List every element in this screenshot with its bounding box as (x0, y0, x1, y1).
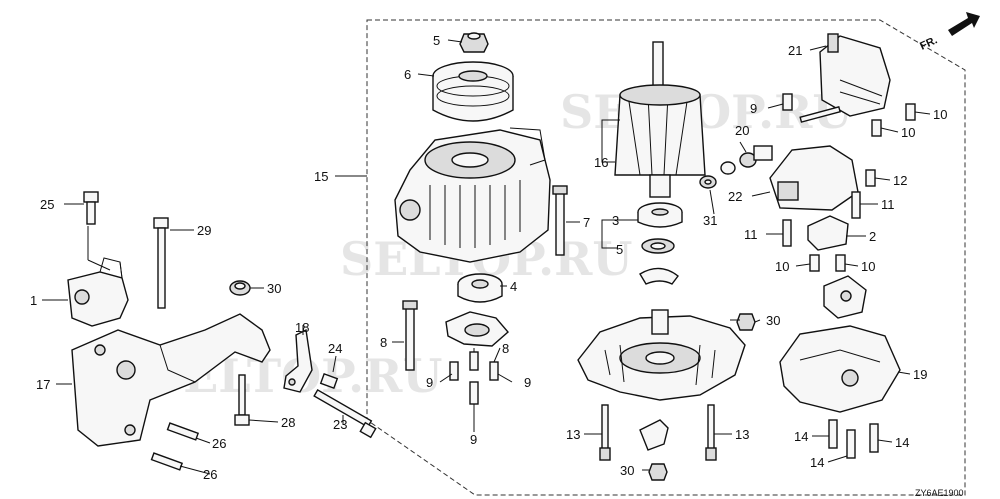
callout-19: 19 (913, 367, 927, 382)
holder-icon (823, 275, 867, 319)
callout-10: 10 (933, 107, 947, 122)
screw-11-icon (782, 191, 861, 247)
bolt-26-icon (150, 422, 200, 471)
screw-9-icon (449, 351, 499, 405)
nut-30-icon (648, 313, 756, 481)
bushing-20-icon (720, 145, 773, 175)
callout-9: 9 (524, 375, 531, 390)
callout-10: 10 (775, 259, 789, 274)
bolt-25-icon (83, 191, 99, 225)
callout-26: 26 (203, 467, 217, 482)
spacer-5-icon (639, 238, 679, 285)
bolt-13-icon (599, 404, 717, 461)
retainer-plate-icon (445, 311, 509, 347)
callout-14: 14 (794, 429, 808, 444)
callout-14: 14 (810, 455, 824, 470)
front-arrow-icon (948, 12, 980, 36)
rectifier-21-icon (799, 33, 891, 123)
regulator-22-icon (769, 145, 859, 211)
callout-13: 13 (735, 427, 749, 442)
callout-28: 29 (197, 223, 211, 238)
mount-bracket-17-icon (71, 313, 271, 447)
callout-4: 4 (510, 279, 517, 294)
callout-31: 31 (703, 213, 717, 228)
front-indicator: FR. (918, 34, 939, 52)
drawing-code: ZY6AE1900 (915, 488, 964, 498)
callout-11: 11 (881, 197, 895, 212)
watermark: SELTOP.RU (560, 85, 853, 139)
callout-29: 30 (267, 281, 281, 296)
bearing-3-icon (637, 202, 683, 228)
strap-18-icon (283, 328, 313, 393)
bolt-24-icon (319, 373, 339, 389)
callout-22: 22 (728, 189, 742, 204)
callout-8: 7 (583, 215, 590, 230)
callout-24: 24 (328, 341, 342, 356)
callout-11: 11 (744, 227, 758, 242)
callout-30: 30 (620, 463, 634, 478)
cover-19-icon (779, 325, 901, 413)
callout-9: 9 (470, 432, 477, 447)
pulley-6-icon (432, 61, 514, 122)
terminal-2-icon (807, 215, 849, 251)
callout-9: 9 (426, 375, 433, 390)
screw-14-icon (828, 419, 879, 459)
clip-icon (639, 419, 669, 451)
bolt-28-icon (153, 217, 169, 309)
callout-20: 20 (735, 123, 749, 138)
leader-lines (42, 39, 931, 475)
callout-30: 30 (766, 313, 780, 328)
bearing-4-icon (457, 273, 503, 303)
rotor-16-icon (614, 41, 706, 198)
callout-10: 9 (750, 101, 757, 116)
alternator-housing-15-icon (394, 127, 551, 263)
callout-25: 25 (40, 197, 54, 212)
callout-23: 23 (333, 417, 347, 432)
callout-6: 6 (404, 67, 411, 82)
callout-14: 14 (895, 435, 909, 450)
bracket-1-icon (67, 257, 129, 327)
callout-2: 2 (869, 229, 876, 244)
callout-21: 21 (788, 43, 802, 58)
callout-17: 17 (36, 377, 50, 392)
callout-3: 3 (612, 213, 619, 228)
nut-7-icon (459, 32, 489, 53)
callout-10: 10 (861, 259, 875, 274)
callout-16: 16 (594, 155, 608, 170)
callout-1: 1 (30, 293, 37, 308)
callout-12: 12 (893, 173, 907, 188)
nut-29-icon (229, 280, 251, 296)
callout-18: 18 (295, 320, 309, 335)
callout-8: 8 (380, 335, 387, 350)
callout-5: 5 (616, 242, 623, 257)
bushing-31-icon (699, 175, 717, 189)
callout-13: 13 (566, 427, 580, 442)
callout-27: 28 (281, 415, 295, 430)
callout-15: 15 (314, 169, 328, 184)
callout-labels: 5 6 15 25 1 29 30 17 18 24 28 23 26 26 7… (30, 33, 947, 482)
screw-10-icon (782, 93, 916, 272)
bolt-8-icon (402, 185, 568, 371)
screw-12-icon (865, 169, 876, 187)
rear-housing-icon (577, 309, 746, 401)
callout-26: 26 (212, 436, 226, 451)
callout-7: 5 (433, 33, 440, 48)
callout-9: 8 (502, 341, 509, 356)
bolt-23-icon (313, 388, 377, 439)
callout-10: 10 (901, 125, 915, 140)
